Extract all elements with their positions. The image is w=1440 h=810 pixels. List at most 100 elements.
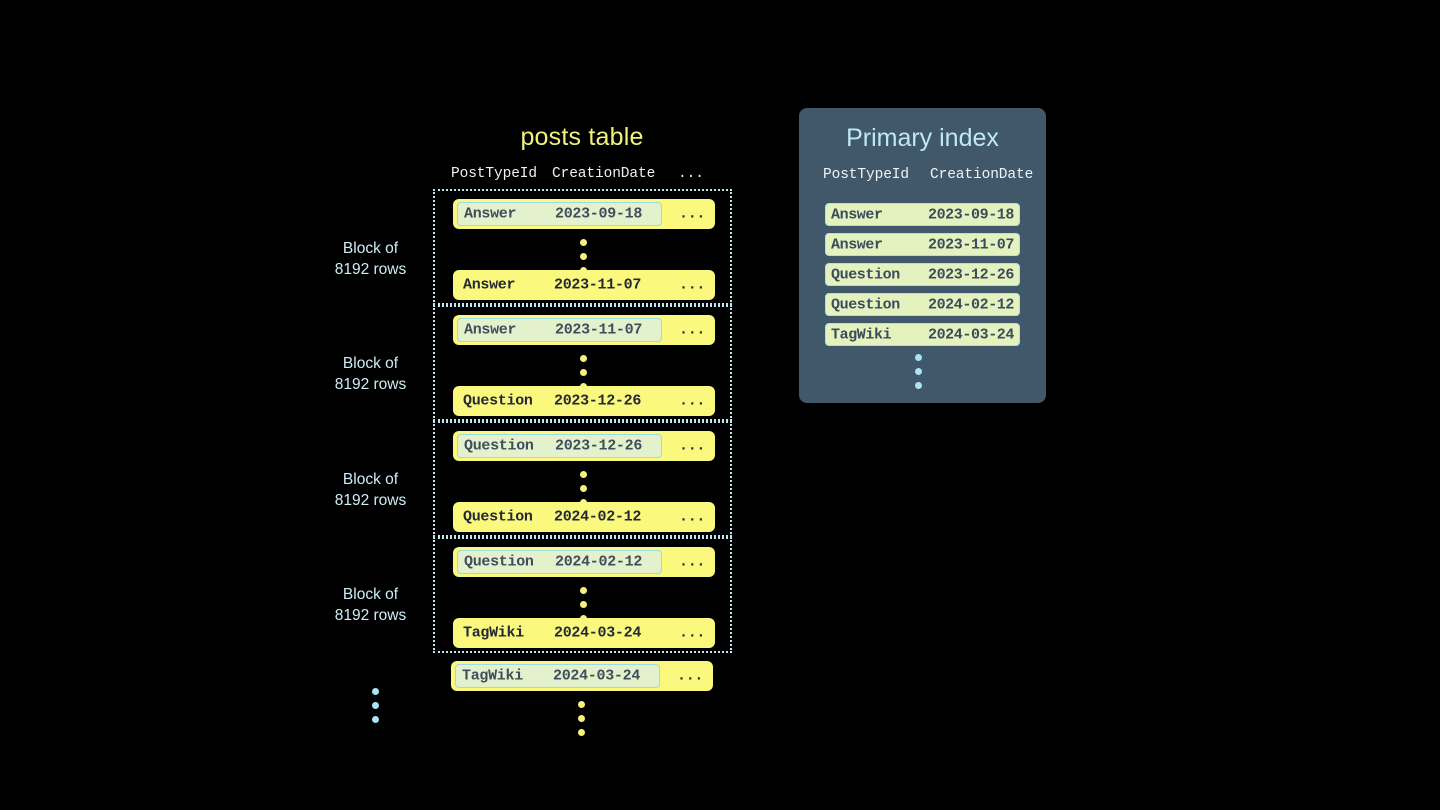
dot <box>915 354 922 361</box>
row-gap-dots <box>580 355 587 390</box>
cell-posttypeid: Question <box>831 266 900 283</box>
index-entry-row[interactable]: Question 2024-02-12 <box>825 293 1020 316</box>
cell-posttypeid: Question <box>831 296 900 313</box>
cell-posttypeid: Question <box>464 553 534 571</box>
column-header-more: ... <box>678 166 704 182</box>
table-row[interactable]: Answer 2023-09-18 ... <box>453 199 715 229</box>
row-highlight-box: Question 2024-02-12 <box>457 550 662 574</box>
cell-more: ... <box>679 276 706 294</box>
cell-more: ... <box>679 437 706 455</box>
dot <box>580 485 587 492</box>
row-gap-dots <box>580 587 587 622</box>
dot <box>578 701 585 708</box>
cell-posttypeid: Answer <box>464 321 517 339</box>
cell-creationdate: 2024-03-24 <box>553 667 641 685</box>
cell-posttypeid: Answer <box>831 206 883 223</box>
table-row[interactable]: Question 2024-02-12 ... <box>453 502 715 532</box>
index-entry-row[interactable]: Question 2023-12-26 <box>825 263 1020 286</box>
cell-more: ... <box>679 321 706 339</box>
cell-more: ... <box>679 392 706 410</box>
row-gap-dots <box>580 239 587 274</box>
block-4: Question 2024-02-12 ... TagWiki 2024-03-… <box>433 537 732 653</box>
cell-posttypeid: TagWiki <box>462 667 523 685</box>
row-cells: TagWiki 2024-03-24 <box>457 621 662 645</box>
block-label-3-line2: 8192 rows <box>334 491 407 509</box>
column-header-posttypeid: PostTypeId <box>823 167 910 183</box>
table-row[interactable]: Question 2024-02-12 ... <box>453 547 715 577</box>
dot <box>580 587 587 594</box>
block-label-2: Block of 8192 rows <box>318 354 423 395</box>
index-entry-row[interactable]: TagWiki 2024-03-24 <box>825 323 1020 346</box>
table-row-trailing[interactable]: TagWiki 2024-03-24 ... <box>451 661 713 691</box>
cell-more: ... <box>679 508 706 526</box>
dot <box>580 253 587 260</box>
dot <box>578 715 585 722</box>
cell-more: ... <box>679 553 706 571</box>
dot <box>578 729 585 736</box>
cell-creationdate: 2023-11-07 <box>927 236 1014 253</box>
cell-creationdate: 2023-12-26 <box>555 437 643 455</box>
cell-creationdate: 2024-02-12 <box>554 508 642 526</box>
cell-creationdate: 2023-11-07 <box>554 276 642 294</box>
dot <box>915 382 922 389</box>
table-row[interactable]: Answer 2023-11-07 ... <box>453 270 715 300</box>
block-label-4: Block of 8192 rows <box>318 585 423 626</box>
block-label-3-line1: Block of <box>342 471 399 488</box>
row-highlight-box: Question 2023-12-26 <box>457 434 662 458</box>
primary-index-title: Primary index <box>846 124 999 152</box>
block-label-3: Block of 8192 rows <box>318 470 423 511</box>
cell-posttypeid: TagWiki <box>463 624 524 642</box>
cell-more: ... <box>677 667 704 685</box>
block-3: Question 2023-12-26 ... Question 2024-02… <box>433 421 732 537</box>
block-label-1-line2: 8192 rows <box>334 260 407 278</box>
cell-posttypeid: Answer <box>463 276 516 294</box>
dot <box>580 239 587 246</box>
posts-table-column-headers: PostTypeId CreationDate ... <box>451 166 713 186</box>
column-header-posttypeid: PostTypeId <box>451 166 538 182</box>
dot <box>580 601 587 608</box>
block-label-1: Block of 8192 rows <box>318 239 423 280</box>
index-entry-row[interactable]: Answer 2023-11-07 <box>825 233 1020 256</box>
cell-posttypeid: Question <box>463 392 533 410</box>
column-header-creationdate: CreationDate <box>930 167 1034 183</box>
primary-index-panel: Primary index PostTypeId CreationDate An… <box>799 108 1046 403</box>
block-label-4-line1: Block of <box>342 586 399 603</box>
dot <box>372 716 379 723</box>
cell-creationdate: 2024-03-24 <box>554 624 642 642</box>
block-label-2-line1: Block of <box>342 355 399 372</box>
dot <box>915 368 922 375</box>
cell-creationdate: 2023-11-07 <box>555 321 643 339</box>
cell-posttypeid: Answer <box>464 205 517 223</box>
cell-posttypeid: TagWiki <box>831 326 892 343</box>
cell-creationdate: 2023-09-18 <box>927 206 1014 223</box>
row-cells: Question 2024-02-12 <box>457 505 662 529</box>
row-cells: Answer 2023-11-07 <box>457 273 662 297</box>
cell-more: ... <box>679 624 706 642</box>
block-1: Answer 2023-09-18 ... Answer 2023-11-07 … <box>433 189 732 305</box>
table-row[interactable]: Answer 2023-11-07 ... <box>453 315 715 345</box>
row-highlight-box: Answer 2023-09-18 <box>457 202 662 226</box>
cell-posttypeid: Answer <box>831 236 883 253</box>
block-continuation-dots <box>372 688 379 723</box>
dot <box>580 369 587 376</box>
cell-creationdate: 2023-12-26 <box>554 392 642 410</box>
index-continuation-dots <box>915 354 922 389</box>
dot <box>372 702 379 709</box>
cell-posttypeid: Question <box>464 437 534 455</box>
table-row[interactable]: TagWiki 2024-03-24 ... <box>453 618 715 648</box>
row-highlight-box: Answer 2023-11-07 <box>457 318 662 342</box>
index-entry-row[interactable]: Answer 2023-09-18 <box>825 203 1020 226</box>
block-label-4-line2: 8192 rows <box>334 606 407 624</box>
row-highlight-box: TagWiki 2024-03-24 <box>455 664 660 688</box>
dot <box>372 688 379 695</box>
table-row[interactable]: Question 2023-12-26 ... <box>453 431 715 461</box>
table-row[interactable]: Question 2023-12-26 ... <box>453 386 715 416</box>
dot <box>580 471 587 478</box>
cell-creationdate: 2024-02-12 <box>555 553 643 571</box>
cell-creationdate: 2024-03-24 <box>927 326 1014 343</box>
row-gap-dots <box>580 471 587 506</box>
block-label-2-line2: 8192 rows <box>334 375 407 393</box>
block-label-1-line1: Block of <box>342 240 399 257</box>
cell-posttypeid: Question <box>463 508 533 526</box>
